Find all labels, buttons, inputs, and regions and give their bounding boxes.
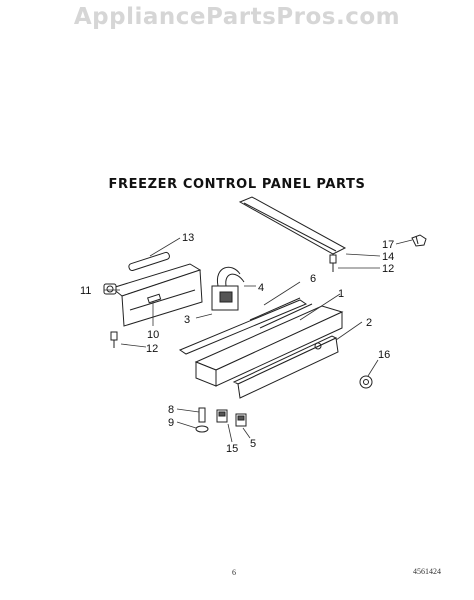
switch-15 <box>216 409 228 423</box>
callout-10: 10 <box>147 329 159 341</box>
leader-lines <box>104 237 413 443</box>
callout-8: 8 <box>168 404 174 416</box>
callout-3: 3 <box>184 314 190 326</box>
strip-6 <box>178 299 308 355</box>
page-number: 6 <box>232 568 236 577</box>
callout-9: 9 <box>168 417 174 429</box>
washer-9 <box>195 425 209 433</box>
callout-12-left: 12 <box>146 343 158 355</box>
left-bracket <box>110 263 203 327</box>
tube-13 <box>128 251 170 272</box>
callout-16: 16 <box>378 349 390 361</box>
watermark: AppliancePartsPros.com <box>73 4 401 30</box>
callout-17: 17 <box>382 239 394 251</box>
callout-12-right: 12 <box>382 263 394 275</box>
top-rail <box>238 196 347 255</box>
thermostat <box>211 266 245 311</box>
document-code: 4561424 <box>413 567 441 576</box>
callout-4: 4 <box>258 282 264 294</box>
screw-right <box>329 254 337 272</box>
callout-1: 1 <box>338 288 344 300</box>
callout-6: 6 <box>310 273 316 285</box>
switch-5 <box>235 413 247 427</box>
callout-14: 14 <box>382 251 394 263</box>
diagram-title: FREEZER CONTROL PANEL PARTS <box>108 177 366 192</box>
callout-5: 5 <box>250 438 256 450</box>
pin-8 <box>198 407 206 423</box>
callout-11: 11 <box>80 285 91 297</box>
screw-left <box>110 331 118 348</box>
callout-13: 13 <box>182 232 194 244</box>
knob-16 <box>359 375 373 389</box>
control-housing <box>194 297 344 387</box>
face-panel <box>232 335 339 399</box>
callout-15: 15 <box>226 443 238 455</box>
callout-2: 2 <box>366 317 372 329</box>
knob-11 <box>103 283 117 295</box>
clip-17 <box>411 234 427 247</box>
